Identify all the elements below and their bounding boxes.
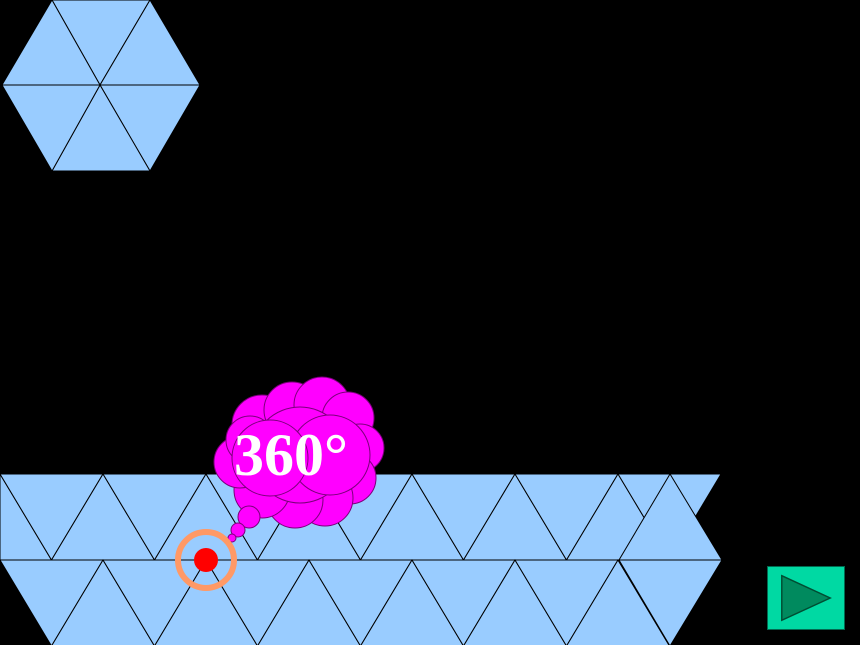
thought-bubble-callout bbox=[213, 376, 385, 543]
cloud-tail-bubble bbox=[237, 505, 261, 529]
cloud-lobe bbox=[231, 419, 309, 497]
cloud-tail-bubble bbox=[227, 533, 237, 543]
vertex-marker bbox=[175, 529, 237, 591]
vertex-ring bbox=[175, 529, 237, 591]
hexagon-triangle bbox=[1, 0, 101, 86]
strip-triangle bbox=[618, 559, 723, 645]
next-slide-button[interactable] bbox=[767, 566, 845, 630]
hexagon-of-six-triangles bbox=[1, 0, 201, 173]
cloud-tail-bubble bbox=[230, 522, 246, 538]
vertex-dot bbox=[194, 548, 218, 572]
play-triangle-icon bbox=[781, 574, 832, 622]
angle-sum-label: 360° bbox=[234, 422, 348, 488]
